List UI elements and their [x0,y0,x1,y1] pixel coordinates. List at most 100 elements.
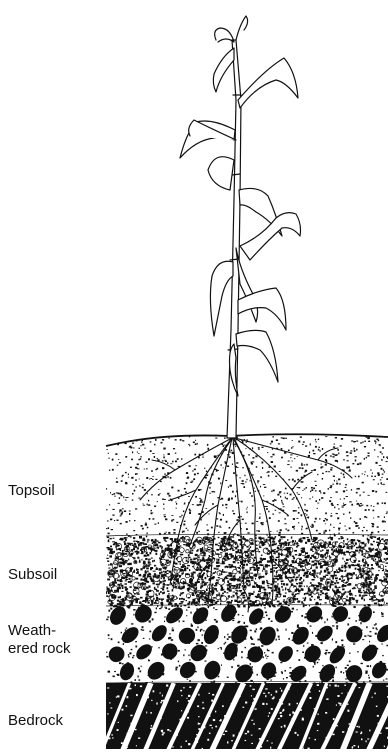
rock-speck [218,648,219,649]
gravel-speck [294,574,295,576]
gravel-speck [161,574,164,575]
soil-speck [336,483,338,485]
tassel [236,16,248,40]
soil-speck [117,465,119,466]
gravel-speck [338,538,340,539]
soil-speck [272,449,273,450]
gravel-speck [158,598,160,600]
gravel-speck [299,574,300,576]
rock-speck [261,645,263,647]
bedrock-speck [121,742,123,744]
rock-speck [263,617,264,618]
rock-speck [138,675,139,677]
soil-speck [344,498,345,499]
soil-speck [360,503,362,504]
soil-speck [220,519,222,521]
bedrock-speck [222,705,224,707]
gravel-speck [153,571,156,572]
gravel-speck [358,560,360,562]
soil-speck [382,520,383,522]
gravel-speck [289,572,292,574]
gravel-speck [275,536,277,538]
gravel-speck [281,566,283,567]
soil-speck [278,520,280,522]
gravel-speck [166,584,169,586]
soil-speck [309,451,310,453]
soil-speck [223,445,224,447]
soil-speck [320,450,321,452]
soil-speck [302,467,304,469]
gravel-speck [256,548,257,549]
soil-speck [236,502,238,504]
gravel-speck [258,551,260,552]
gravel-speck [371,538,373,539]
bedrock-speck [117,729,119,731]
gravel-speck [133,537,135,539]
rock-speck [158,647,159,649]
soil-speck [325,464,327,466]
soil-speck [238,535,240,536]
rock-speck [368,675,369,676]
soil-speck [338,452,339,454]
gravel-speck [337,582,340,584]
bedrock-speck [231,710,233,712]
gravel-speck [368,547,370,549]
soil-speck [364,458,365,460]
gravel-speck [227,592,229,593]
rock-speck [179,665,181,667]
gravel-speck [250,568,252,570]
gravel-speck [120,550,121,551]
soil-speck [142,528,144,530]
gravel-speck [315,537,318,539]
gravel-speck [294,542,296,544]
gravel-speck [355,568,357,570]
bedrock-speck [189,686,191,687]
gravel-speck [106,547,109,548]
bedrock-speck [374,693,375,695]
soil-speck [114,520,115,521]
bedrock-speck [257,746,259,748]
rock-speck [172,628,174,629]
soil-speck [259,518,261,519]
gravel-speck [355,600,358,602]
gravel-speck [336,571,339,573]
gravel-speck [290,600,292,601]
rock-speck [276,639,277,641]
gravel-speck [250,567,252,568]
rock-speck [178,661,179,663]
rock-speck [332,638,333,640]
gravel-speck [259,547,261,548]
soil-speck [223,514,224,516]
gravel-speck [122,587,124,589]
soil-speck [163,454,164,455]
rock-speck [265,654,266,656]
gravel-speck [262,559,263,561]
gravel-speck [180,598,182,599]
gravel-speck [311,596,313,598]
soil-speck [152,518,154,519]
soil-speck [117,493,119,495]
soil-speck [315,500,317,502]
soil-speck [245,481,246,482]
rock-speck [311,644,313,645]
gravel-speck [208,549,211,550]
soil-speck [167,476,169,477]
rock-speck [221,648,222,650]
gravel-speck [244,599,247,601]
gravel-speck [288,542,289,544]
gravel-speck [136,541,138,542]
soil-speck [189,512,191,514]
bedrock-speck [336,704,337,705]
gravel-speck [222,537,224,538]
soil-speck [143,505,145,506]
gravel-speck [222,571,225,573]
soil-speck [197,504,199,506]
soil-speck [368,495,370,496]
soil-speck [193,442,195,444]
gravel-speck [147,570,148,572]
rock-speck [253,644,255,646]
bedrock-speck [135,684,136,686]
soil-speck [322,473,324,474]
gravel-speck [189,603,191,604]
soil-speck [164,473,165,475]
